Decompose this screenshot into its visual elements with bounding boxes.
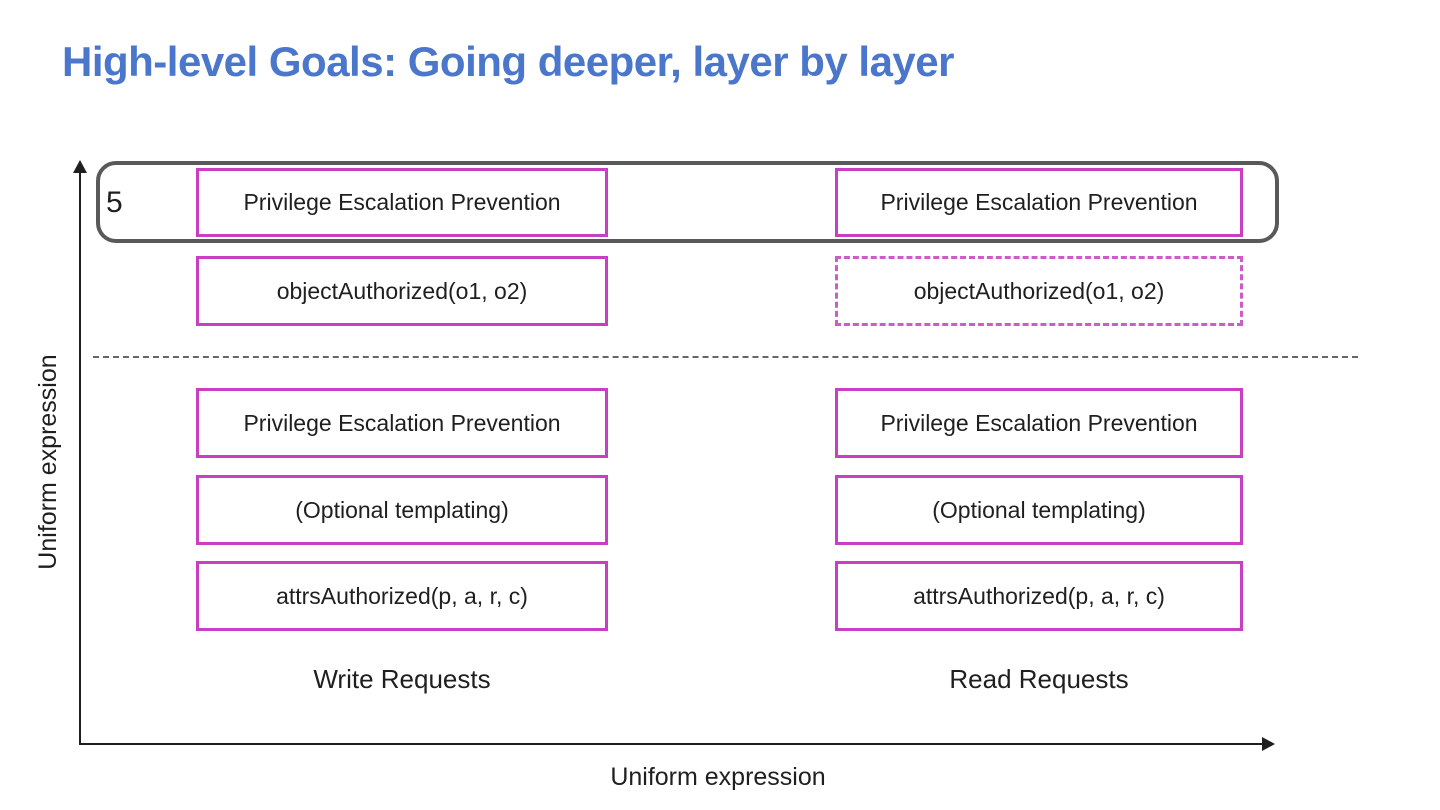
section-divider-dashed-line [93, 356, 1358, 358]
read-requests-label: Read Requests [949, 664, 1129, 694]
write-privilege-escalation-prevention-bottom-box: Privilege Escalation Prevention [196, 388, 608, 458]
read-object-authorized-dashed-box: objectAuthorized(o1, o2) [835, 256, 1243, 326]
read-privilege-escalation-prevention-bottom-box: Privilege Escalation Prevention [835, 388, 1243, 458]
x-axis-line [79, 743, 1264, 745]
x-axis-arrow-icon [1262, 737, 1275, 751]
write-attrs-authorized-box: attrsAuthorized(p, a, r, c) [196, 561, 608, 631]
layer-5-highlight-container [96, 161, 1279, 243]
y-axis-label: Uniform expression [34, 354, 62, 570]
read-privilege-escalation-prevention-top-box: Privilege Escalation Prevention [835, 168, 1243, 237]
read-attrs-authorized-box: attrsAuthorized(p, a, r, c) [835, 561, 1243, 631]
write-requests-label: Write Requests [313, 664, 491, 694]
x-axis-label: Uniform expression [610, 763, 826, 791]
write-privilege-escalation-prevention-top-box: Privilege Escalation Prevention [196, 168, 608, 237]
page-title: High-level Goals: Going deeper, layer by… [62, 38, 955, 85]
write-optional-templating-box: (Optional templating) [196, 475, 608, 545]
write-object-authorized-box: objectAuthorized(o1, o2) [196, 256, 608, 326]
read-optional-templating-box: (Optional templating) [835, 475, 1243, 545]
layer-number-badge: 5 [106, 186, 123, 219]
y-axis-arrow-icon [73, 160, 87, 173]
y-axis-line [79, 172, 81, 744]
